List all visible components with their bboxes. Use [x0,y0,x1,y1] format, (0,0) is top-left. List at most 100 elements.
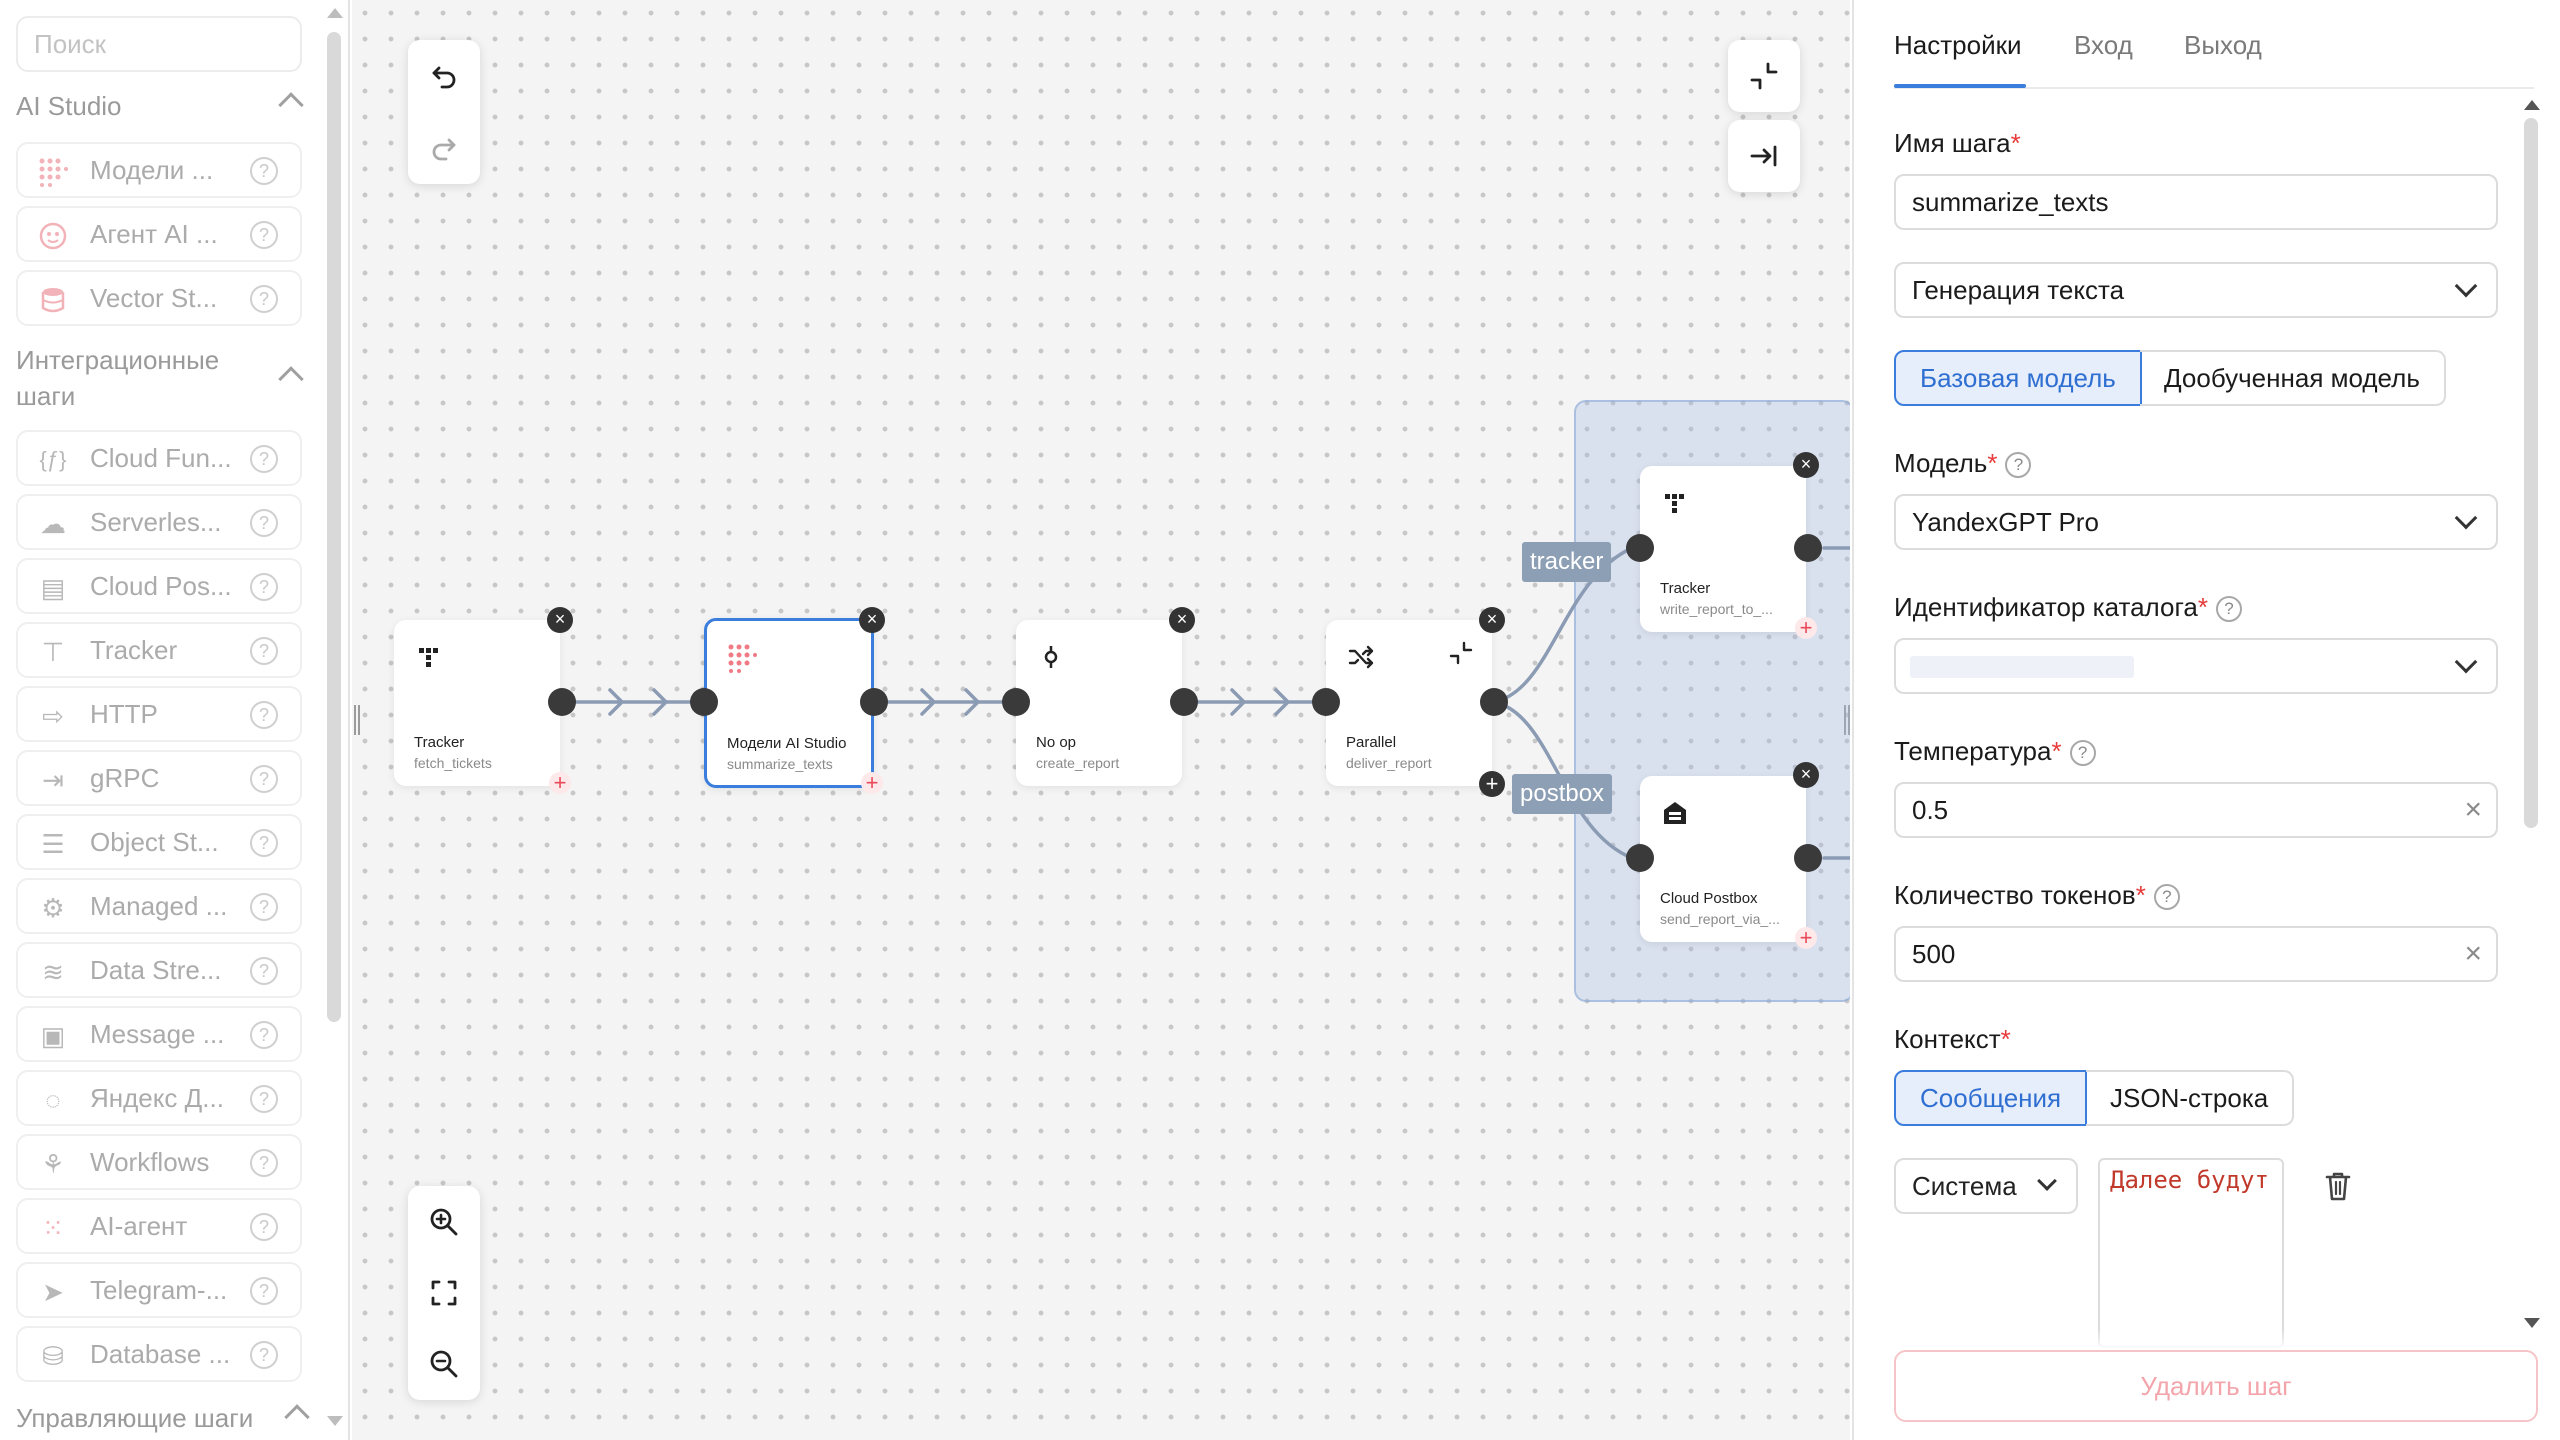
branch-label-postbox[interactable]: postbox [1512,774,1613,814]
delete-node-icon[interactable]: × [547,607,573,633]
add-branch-icon[interactable]: + [1479,771,1505,797]
catalog-id-select[interactable] [1894,638,2498,694]
node-input-port[interactable] [1002,688,1030,716]
collapse-icon[interactable] [1448,640,1474,666]
workflow-canvas[interactable]: Tracker fetch_tickets × + Модели AI Stud… [352,0,1850,1440]
help-icon[interactable]: ? [250,1149,278,1177]
sidebar-item[interactable]: ≋Data Stre...? [16,942,302,998]
clear-icon[interactable]: × [2464,793,2482,826]
node-input-port[interactable] [690,688,718,716]
zoom-out-button[interactable] [408,1328,480,1400]
context-json-toggle[interactable]: JSON-строка [2086,1070,2295,1126]
node-output-port[interactable] [548,688,576,716]
section-control-steps[interactable]: Управляющие шаги [16,1400,310,1436]
node-parallel-deliver[interactable]: Parallel deliver_report [1326,620,1492,786]
help-icon[interactable]: ? [250,573,278,601]
help-icon[interactable]: ? [250,893,278,921]
sidebar-item[interactable]: {ƒ}Cloud Fun...? [16,430,302,486]
sidebar-item[interactable]: ⛁Database ...? [16,1326,302,1382]
node-output-port[interactable] [860,688,888,716]
help-icon[interactable]: ? [2005,452,2032,478]
scroll-down-arrow[interactable] [2524,1318,2540,1328]
section-ai-studio[interactable]: AI Studio [16,88,306,124]
redo-button[interactable] [408,112,480,184]
help-icon[interactable]: ? [250,1021,278,1049]
sidebar-item[interactable]: ⁙AI-агент? [16,1198,302,1254]
add-step-icon[interactable]: + [861,772,883,794]
delete-node-icon[interactable]: × [859,607,885,633]
node-tracker-write-report[interactable]: Tracker write_report_to_... [1640,466,1806,632]
node-cloud-postbox[interactable]: Cloud Postbox send_report_via_... [1640,776,1806,942]
help-icon[interactable]: ? [250,285,278,313]
zoom-in-button[interactable] [408,1186,480,1258]
collapse-button[interactable] [1728,40,1800,112]
base-model-toggle[interactable]: Базовая модель [1894,350,2142,406]
panel-scrollbar[interactable] [2524,118,2538,828]
node-noop-create-report[interactable]: No op create_report [1016,620,1182,786]
left-resize-handle[interactable] [354,705,360,735]
trash-icon[interactable] [2324,1170,2352,1202]
delete-node-icon[interactable]: × [1793,452,1819,478]
node-input-port[interactable] [1626,844,1654,872]
search-input[interactable]: Поиск [16,16,302,72]
help-icon[interactable]: ? [250,1341,278,1369]
help-icon[interactable]: ? [250,957,278,985]
node-input-port[interactable] [1312,688,1340,716]
delete-node-icon[interactable]: × [1479,607,1505,633]
sidebar-item[interactable]: ⇨HTTP? [16,686,302,742]
sidebar-item[interactable]: ☰Object St...? [16,814,302,870]
node-output-port[interactable] [1480,688,1508,716]
tab-input[interactable]: Вход [2074,30,2133,60]
step-name-input[interactable]: summarize_texts [1894,174,2498,230]
node-ai-studio-summarize[interactable]: Модели AI Studio summarize_texts [704,618,874,788]
right-resize-handle[interactable] [1844,705,1850,735]
help-icon[interactable]: ? [250,1213,278,1241]
context-messages-toggle[interactable]: Сообщения [1894,1070,2088,1126]
sidebar-item[interactable]: ⚙Managed ...? [16,878,302,934]
help-icon[interactable]: ? [250,157,278,185]
add-step-icon[interactable]: + [549,772,571,794]
undo-button[interactable] [408,40,480,112]
help-icon[interactable]: ? [250,701,278,729]
sidebar-item[interactable]: ☁Serverles...? [16,494,302,550]
sidebar-item[interactable]: ⚘Workflows? [16,1134,302,1190]
add-step-icon[interactable]: + [1795,617,1817,639]
help-icon[interactable]: ? [250,637,278,665]
sidebar-item[interactable]: ▣Message ...? [16,1006,302,1062]
message-textarea[interactable]: Далее будут [2098,1158,2284,1348]
scroll-up-arrow[interactable] [327,8,343,18]
sidebar-item-ai-agent[interactable]: Агент AI ... ? [16,206,302,262]
sidebar-item[interactable]: ▤Cloud Pos...? [16,558,302,614]
fit-view-button[interactable] [408,1257,480,1329]
add-step-icon[interactable]: + [1795,927,1817,949]
tuned-model-toggle[interactable]: Дообученная модель [2140,350,2446,406]
help-icon[interactable]: ? [250,221,278,249]
mode-select[interactable]: Генерация текста [1894,262,2498,318]
help-icon[interactable]: ? [250,765,278,793]
sidebar-item-ai-models[interactable]: Модели ... ? [16,142,302,198]
node-output-port[interactable] [1170,688,1198,716]
help-icon[interactable]: ? [2069,740,2096,766]
node-input-port[interactable] [1626,534,1654,562]
node-tracker-fetch[interactable]: Tracker fetch_tickets [394,620,560,786]
scroll-down-arrow[interactable] [327,1416,343,1426]
sidebar-item[interactable]: ◌Яндекс Д...? [16,1070,302,1126]
sidebar-item[interactable]: ⊤Tracker? [16,622,302,678]
help-icon[interactable]: ? [250,509,278,537]
tab-output[interactable]: Выход [2184,30,2262,60]
help-icon[interactable]: ? [2215,596,2242,622]
tab-settings[interactable]: Настройки [1894,30,2022,60]
model-select[interactable]: YandexGPT Pro [1894,494,2498,550]
role-select[interactable]: Система [1894,1158,2078,1214]
help-icon[interactable]: ? [250,445,278,473]
sidebar-item[interactable]: ➤Telegram-...? [16,1262,302,1318]
delete-node-icon[interactable]: × [1169,607,1195,633]
temperature-input[interactable]: 0.5 × [1894,782,2498,838]
node-output-port[interactable] [1794,534,1822,562]
hide-panel-button[interactable] [1728,120,1800,192]
help-icon[interactable]: ? [250,1277,278,1305]
tokens-input[interactable]: 500 × [1894,926,2498,982]
sidebar-scrollbar[interactable] [327,32,341,1022]
sidebar-item-vector-store[interactable]: Vector St... ? [16,270,302,326]
scroll-up-arrow[interactable] [2524,100,2540,110]
